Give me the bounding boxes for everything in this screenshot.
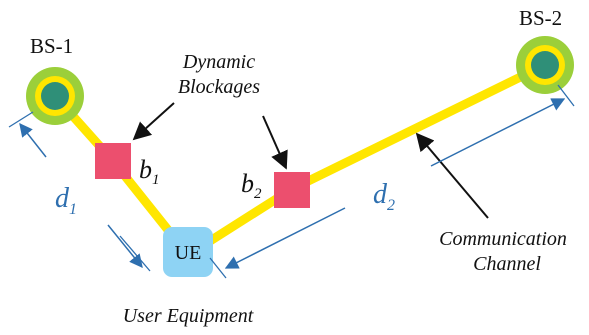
dynamic-blockages-label-line2: Blockages (178, 76, 260, 98)
blockage-b2 (274, 172, 310, 208)
bs1-label: BS-1 (30, 34, 73, 58)
d1-arrow-lower (107, 224, 143, 269)
distance-d2-label: d2 (373, 179, 395, 214)
blockage-b2-label: b2 (241, 169, 262, 202)
d1-arrow-upper (19, 122, 47, 158)
base-station-2 (516, 36, 574, 94)
d1-tick-bs1 (8, 111, 34, 128)
dynamic-blockages-label-line1: Dynamic (182, 51, 255, 73)
ue-label: UE (175, 242, 202, 264)
distance-d1-label: d1 (55, 183, 77, 218)
base-station-1 (26, 67, 84, 125)
d2-arrow-upper (430, 98, 566, 167)
blockage-b1-label: b1 (139, 155, 160, 188)
d2-arrow-lower (224, 207, 346, 269)
d2-tick-ue (209, 257, 227, 279)
d1-tick-ue (119, 235, 151, 272)
blockage-b1 (95, 143, 131, 179)
d2-tick-bs2 (557, 84, 575, 107)
blockage-b1-pointer-arrow (132, 102, 175, 141)
user-equipment-box (163, 227, 213, 277)
bs2-label: BS-2 (519, 6, 562, 30)
communication-channel-label-line2: Channel (473, 253, 541, 275)
blockage-b2-pointer-arrow (262, 115, 288, 170)
channel-pointer-arrow (415, 132, 489, 219)
communication-channel-label-line1: Communication (439, 228, 567, 250)
user-equipment-label: User Equipment (123, 305, 254, 327)
